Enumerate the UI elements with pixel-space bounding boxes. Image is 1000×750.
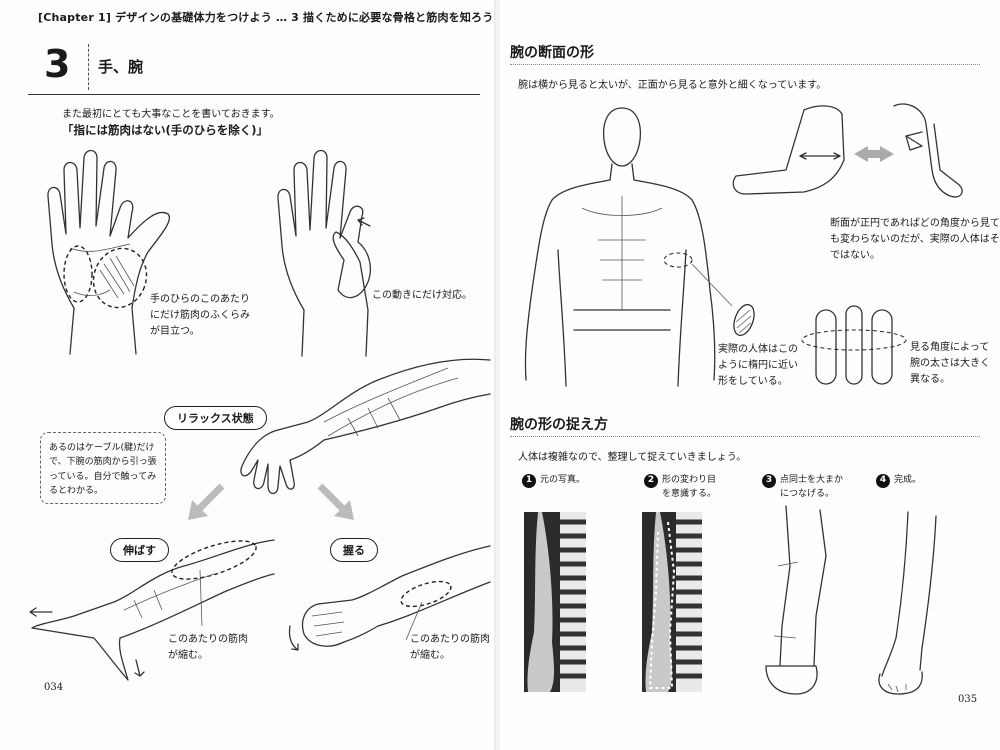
oval-caption-1: 実際の人体はこの bbox=[718, 344, 798, 355]
angle-cylinders-illustration bbox=[801, 305, 907, 385]
angle-caption-2: 腕の太さは大きく bbox=[910, 358, 990, 369]
relax-label: リラックス状態 bbox=[164, 406, 267, 430]
step-1-number: 1 bbox=[522, 474, 536, 488]
step-4-number: 4 bbox=[876, 474, 890, 488]
step-1-text: 元の写真。 bbox=[540, 475, 586, 485]
book-gutter bbox=[494, 0, 502, 750]
palm-caption-1: 手のひらのこのあたり bbox=[150, 294, 250, 305]
right-page-number: 035 bbox=[958, 694, 978, 705]
title-divider bbox=[88, 44, 89, 90]
grip-caption-1: このあたりの筋肉 bbox=[410, 634, 490, 645]
right-page: 腕の断面の形 腕は横から見ると太いが、正面から見ると意外と細くなっています。 実… bbox=[500, 0, 1000, 750]
palm-illustration bbox=[47, 149, 171, 355]
oval-caption-2: ように楕円に近い bbox=[718, 360, 798, 371]
section1-title: 腕の断面の形 bbox=[510, 45, 594, 61]
section-number: 3 bbox=[44, 42, 71, 86]
running-header: [Chapter 1] デザインの基礎体力をつけよう … 3 描くために必要な骨… bbox=[38, 11, 494, 24]
arm-photo-marked bbox=[642, 512, 702, 692]
torso-figure-illustration bbox=[524, 107, 733, 387]
oval-caption-3: 形をしている。 bbox=[718, 376, 788, 387]
step-3: 3 点同士を大まかにつなげる。 bbox=[762, 474, 843, 501]
cross-caption-3: ではない。 bbox=[830, 250, 880, 261]
step-2-text-2: を意識する。 bbox=[662, 488, 717, 499]
arrow-grip-icon bbox=[317, 483, 354, 520]
section1-text: 腕は横から見ると太いが、正面から見ると意外と細くなっています。 bbox=[518, 80, 827, 91]
oval-section-icon bbox=[733, 304, 755, 336]
arrow-extend-icon bbox=[188, 483, 225, 520]
step-2-text-1: 形の変わり目 bbox=[662, 475, 717, 485]
key-point: 「指には筋肉はない(手のひらを除く)」 bbox=[62, 123, 269, 137]
tendon-note: あるのはケーブル(腱)だけで、下腕の筋肉から引っ張っている。自分で触ってみるとわ… bbox=[40, 432, 166, 504]
cross-caption-1: 断面が正円であればどの角度から見て bbox=[830, 218, 1000, 229]
angle-caption-1: 見る角度によって bbox=[910, 342, 990, 353]
left-page-number: 034 bbox=[44, 682, 64, 693]
step-3-text-2: につなげる。 bbox=[780, 488, 835, 499]
section-title: 手、腕 bbox=[98, 58, 144, 76]
section2-rule bbox=[510, 436, 980, 437]
grip-caption-2: が縮む。 bbox=[410, 650, 450, 661]
extended-arm-illustration bbox=[29, 539, 275, 681]
thumb-hand-illustration bbox=[277, 149, 372, 357]
step-3-number: 3 bbox=[762, 474, 776, 488]
title-rule bbox=[28, 94, 480, 95]
arm-sketch-final bbox=[878, 511, 937, 695]
grip-arm-illustration bbox=[288, 545, 491, 651]
arm-photo-original bbox=[524, 512, 586, 692]
left-page: [Chapter 1] デザインの基礎体力をつけよう … 3 描くために必要な骨… bbox=[0, 0, 496, 750]
thumb-caption: この動きにだけ対応。 bbox=[372, 290, 472, 301]
intro-text: また最初にとても大事なことを書いておきます。 bbox=[62, 109, 280, 120]
palm-caption-3: が目立つ。 bbox=[150, 326, 200, 337]
grip-label: 握る bbox=[330, 538, 378, 562]
extend-caption-1: このあたりの筋肉 bbox=[168, 634, 248, 645]
section2-text: 人体は複雑なので、整理して捉えていきましょう。 bbox=[518, 452, 747, 463]
relaxed-arm-illustration bbox=[240, 358, 491, 495]
step-2: 2 形の変わり目を意識する。 bbox=[644, 474, 716, 501]
step-4-text: 完成。 bbox=[894, 475, 922, 485]
angle-caption-3: 異なる。 bbox=[910, 374, 950, 385]
extend-label: 伸ばす bbox=[110, 538, 169, 562]
section1-rule bbox=[510, 64, 980, 65]
step-4: 4 完成。 bbox=[876, 474, 921, 488]
palm-caption-2: にだけ筋肉のふくらみ bbox=[150, 310, 250, 321]
step-3-text-1: 点同士を大まか bbox=[780, 475, 844, 485]
section2-title: 腕の形の捉え方 bbox=[510, 417, 608, 433]
cross-caption-2: も変わらないのだが、実際の人体はそう bbox=[830, 234, 1000, 245]
arm-sketch-rough bbox=[765, 505, 827, 695]
step-2-number: 2 bbox=[644, 474, 658, 488]
step-1: 1 元の写真。 bbox=[522, 474, 585, 488]
arm-comparison-illustration bbox=[732, 103, 963, 198]
extend-caption-2: が縮む。 bbox=[168, 650, 208, 661]
